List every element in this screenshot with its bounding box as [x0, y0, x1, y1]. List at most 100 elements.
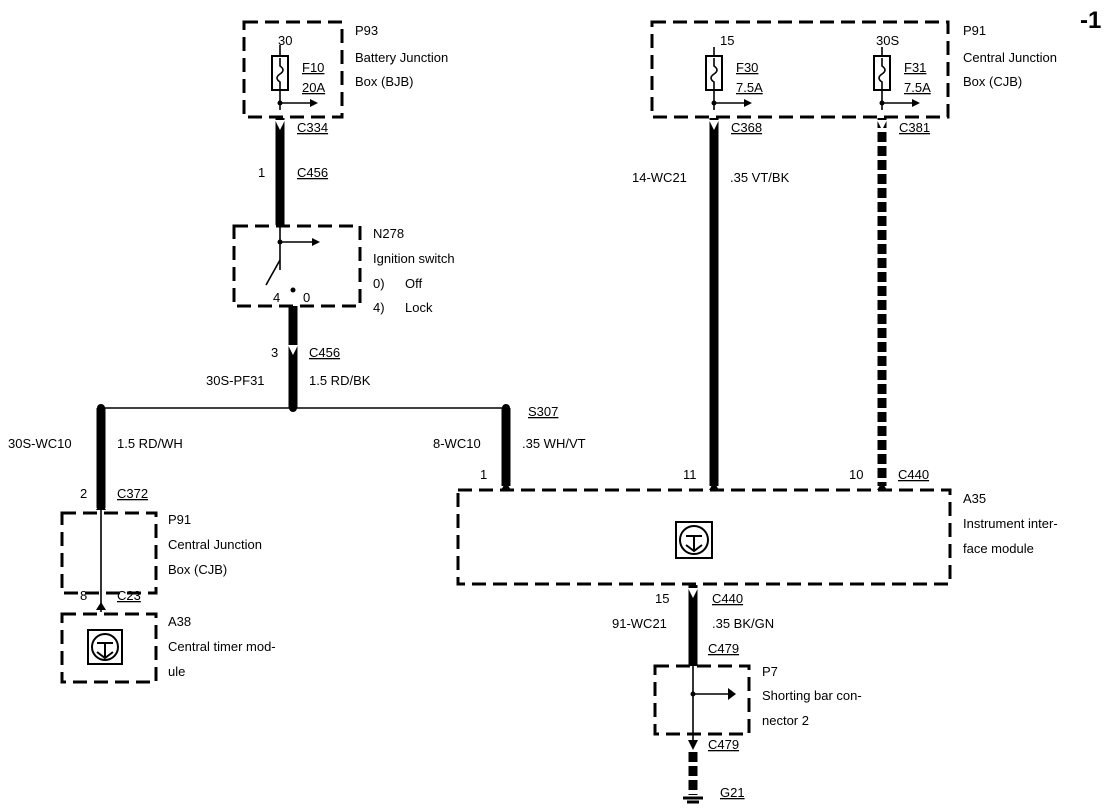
p91-left-line1: Central Junction [168, 537, 262, 552]
a38-module-icon [87, 629, 123, 665]
p7-node [690, 691, 696, 697]
a35-pin1: 1 [480, 467, 487, 482]
f31-fuse-element [878, 58, 886, 90]
n278-ignition-switch-box [232, 224, 362, 308]
a38-id: A38 [168, 614, 191, 629]
a35-pin1-arrow-icon [501, 482, 511, 490]
c334-label: C334 [297, 120, 328, 135]
p91-left-id: P91 [168, 512, 191, 527]
n278-term-4: 4 [273, 290, 280, 305]
c368-label: C368 [731, 120, 762, 135]
f31-output-arrow-icon [912, 99, 920, 107]
p91-right-pin-a: 15 [720, 33, 734, 48]
p7-id: P7 [762, 664, 778, 679]
c440-bottom-label: C440 [712, 591, 743, 606]
p91-cjb-right-box [650, 20, 950, 119]
splice-node-center [289, 404, 297, 412]
a35-module-icon [675, 521, 713, 559]
a35-id: A35 [963, 491, 986, 506]
f30-fuse-element [710, 58, 718, 90]
f31-fuse-id: F31 [904, 60, 926, 75]
f30-node [711, 100, 717, 106]
p93-id: P93 [355, 23, 378, 38]
f10-fuse-element [276, 58, 284, 90]
c479-bottom-arrow-icon [688, 740, 698, 750]
p91-right-pin-b: 30S [876, 33, 899, 48]
f31-node [879, 100, 885, 106]
c372-label: C372 [117, 486, 148, 501]
p7-line2: nector 2 [762, 713, 809, 728]
n278-switch-blade [265, 259, 281, 286]
a35-line2: face module [963, 541, 1034, 556]
n278-pos0-num: 0) [373, 276, 385, 291]
c368-arrow-icon [709, 120, 719, 130]
a38-line1: Central timer mod- [168, 639, 276, 654]
c23-pin: 8 [80, 588, 87, 603]
n278-pos4-label: Lock [405, 300, 433, 315]
c440-bottom-arrow-icon [688, 588, 698, 598]
c381-arrow-icon [877, 120, 887, 130]
a35-pin10-arrow-icon [877, 482, 887, 490]
wire-14-wc21-code: 14-WC21 [632, 170, 687, 185]
f31-fuse-rating: 7.5A [904, 80, 931, 95]
p7-bar-arrow-icon [728, 688, 736, 700]
f30-fuse-rating: 7.5A [736, 80, 763, 95]
n278-pos4-num: 4) [373, 300, 385, 315]
n278-arrow-icon [312, 238, 320, 246]
p7-line1: Shorting bar con- [762, 688, 862, 703]
c23-label: C23 [117, 588, 141, 603]
f10-node [277, 100, 283, 106]
g21-label: G21 [720, 785, 745, 800]
p91-left-line2: Box (CJB) [168, 562, 227, 577]
c456-bottom-pin: 3 [271, 345, 278, 360]
c456-top-label: C456 [297, 165, 328, 180]
a38-line2: ule [168, 664, 185, 679]
c372-pin: 2 [80, 486, 87, 501]
wire-30s-wc10-spec: 1.5 RD/WH [117, 436, 183, 451]
a35-pin10: 10 [849, 467, 863, 482]
c479-top-label: C479 [708, 641, 739, 656]
c372-arrow-icon [96, 502, 106, 510]
f10-fuse-rating: 20A [302, 80, 325, 95]
p91-cjb-left-box [60, 511, 158, 595]
c440-bottom-pin: 15 [655, 591, 669, 606]
n278-pos0-label: Off [405, 276, 422, 291]
p91-right-line2: Box (CJB) [963, 74, 1022, 89]
n278-contact-0 [290, 287, 296, 293]
n278-name: Ignition switch [373, 251, 455, 266]
p93-name-line2: Box (BJB) [355, 74, 414, 89]
c479-bottom-label: C479 [708, 737, 739, 752]
p93-name-line1: Battery Junction [355, 50, 448, 65]
p7-shorting-bar-box [653, 664, 751, 736]
n278-node [277, 239, 283, 245]
s307-label: S307 [528, 404, 558, 419]
wire-91-wc21-code: 91-WC21 [612, 616, 667, 631]
a35-pin11-arrow-icon [709, 482, 719, 490]
page-marker: -1 [1080, 7, 1101, 34]
n278-term-0: 0 [303, 290, 310, 305]
c479-top-arrow-icon [688, 658, 698, 666]
a35-line1: Instrument inter- [963, 516, 1058, 531]
wire-30s-pf31-spec: 1.5 RD/BK [309, 373, 371, 388]
wire-30s-pf31-code: 30S-PF31 [206, 373, 265, 388]
c334-arrow-icon [275, 120, 285, 130]
wire-91-wc21-spec: .35 BK/GN [712, 616, 774, 631]
f30-fuse-id: F30 [736, 60, 758, 75]
a35-pin11: 11 [683, 467, 697, 482]
wire-14-wc21-spec: .35 VT/BK [730, 170, 790, 185]
p93-pin-label: 30 [278, 33, 292, 48]
n278-id: N278 [373, 226, 404, 241]
c456-bottom-arrow-icon [288, 345, 298, 355]
c456-bottom-label: C456 [309, 345, 340, 360]
f30-output-arrow-icon [744, 99, 752, 107]
f10-output-arrow-icon [310, 99, 318, 107]
p93-battery-junction-box [242, 20, 344, 119]
f10-fuse-id: F10 [302, 60, 324, 75]
wire-8-wc10-spec: .35 WH/VT [522, 436, 586, 451]
p91-right-line1: Central Junction [963, 50, 1057, 65]
p91-right-id: P91 [963, 23, 986, 38]
c456-top-pin: 1 [258, 165, 265, 180]
wire-30s-wc10-code: 30S-WC10 [8, 436, 72, 451]
c381-label: C381 [899, 120, 930, 135]
